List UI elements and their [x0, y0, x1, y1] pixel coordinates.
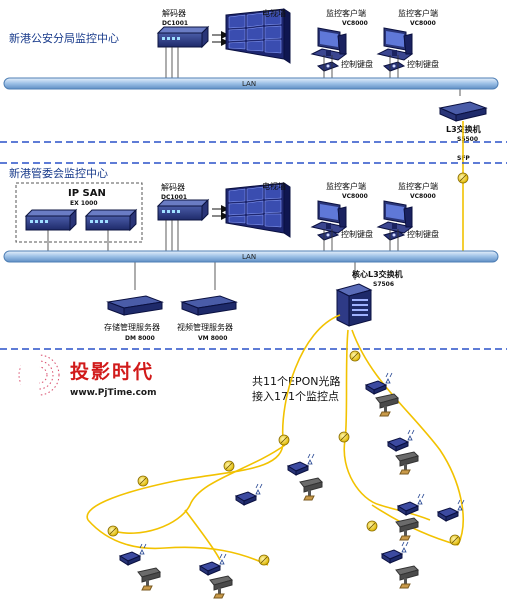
- police-keyboard-2: [383, 61, 405, 72]
- storage-management-server: [106, 295, 164, 316]
- fiber-node: [258, 554, 270, 566]
- police-decoder-model: DC1001: [162, 20, 188, 27]
- committee-decoder-label: 解码器: [161, 182, 185, 192]
- police-lan-label: LAN: [242, 80, 256, 88]
- logo-cn-text: 投影时代: [70, 360, 154, 383]
- fiber-node: [107, 525, 119, 537]
- police-client-label-1: 监控客户端: [326, 8, 366, 18]
- core-switch-label: 核心L3交换机: [352, 269, 403, 279]
- logo-url-text: www.PjTime.com: [70, 388, 157, 398]
- fiber-node: [349, 350, 361, 362]
- onu-device: [387, 429, 415, 452]
- epon-fiber-paths: [86, 314, 464, 566]
- epon-access-section: 投影时代 www.PjTime.com 共11个EPON光路 接入171个监控点: [18, 314, 465, 599]
- committee-lan-bar: [3, 250, 499, 263]
- epon-note-line-1: 共11个EPON光路: [252, 374, 340, 388]
- committee-decoder: [157, 199, 209, 221]
- police-section-title: 新港公安分局监控中心: [9, 31, 119, 45]
- sfp-fiber-node: [457, 172, 469, 184]
- storage-server-model: DM 8000: [125, 335, 155, 342]
- police-client-label-2: 监控客户端: [398, 8, 438, 18]
- camera-device: [395, 565, 419, 589]
- video-server-label: 视频管理服务器: [177, 322, 233, 332]
- police-client-pc-2: [377, 27, 413, 61]
- committee-client-model-2: VC8000: [410, 193, 436, 200]
- committee-client-label-2: 监控客户端: [398, 181, 438, 191]
- ipsan-group-box: [15, 182, 143, 243]
- fiber-node: [338, 431, 350, 443]
- ipsan-storage-2: [85, 209, 137, 231]
- committee-decoder-model: DC1001: [161, 194, 187, 201]
- police-client-model-1: VC8000: [342, 20, 368, 27]
- committee-tv-wall: [225, 182, 291, 238]
- camera-device: [299, 477, 323, 501]
- police-keyboard-label-2: 控制键盘: [407, 59, 439, 69]
- committee-section-title: 新港管委会监控中心: [9, 166, 108, 180]
- police-tvwall-label: 电视墙: [262, 8, 286, 18]
- committee-lan-label: LAN: [242, 253, 256, 261]
- fiber-path-west: [86, 314, 341, 521]
- committee-tvwall-label: 电视墙: [262, 181, 286, 191]
- fiber-node: [137, 475, 149, 487]
- epon-endpoints: [119, 372, 465, 599]
- committee-section: 新港管委会监控中心 IP SAN EX 1000 解码器 DC1001 电视墙 …: [3, 166, 499, 342]
- fiber-node: [223, 460, 235, 472]
- pjtime-logo: 投影时代 www.PjTime.com: [18, 351, 157, 399]
- onu-device: [437, 499, 465, 522]
- police-keyboard-1: [317, 61, 339, 72]
- camera-device: [375, 393, 399, 417]
- ipsan-label: IP SAN: [68, 188, 106, 199]
- core-l3-switch: [335, 283, 373, 327]
- camera-device: [209, 575, 233, 599]
- committee-client-pc-2: [377, 200, 413, 234]
- storage-server-label: 存储管理服务器: [104, 322, 160, 332]
- police-switch-model: S5500: [457, 136, 478, 143]
- onu-device: [397, 493, 425, 516]
- onu-device: [365, 372, 393, 395]
- camera-device: [395, 451, 419, 475]
- fiber-path-east: [351, 329, 464, 546]
- onu-device: [287, 453, 315, 476]
- onu-device: [381, 541, 409, 564]
- committee-client-model-1: VC8000: [342, 193, 368, 200]
- fiber-path-west-branch: [109, 444, 286, 534]
- police-decoder: [157, 26, 209, 48]
- fiber-node: [366, 520, 378, 532]
- ipsan-model: EX 1000: [70, 200, 98, 207]
- video-server-model: VM 8000: [198, 335, 227, 342]
- committee-keyboard-label-1: 控制键盘: [341, 229, 373, 239]
- police-decoder-label: 解码器: [162, 8, 186, 18]
- police-client-model-2: VC8000: [410, 20, 436, 27]
- fiber-node: [278, 434, 290, 446]
- video-management-server: [180, 295, 238, 316]
- onu-device: [199, 553, 227, 576]
- police-client-pc-1: [311, 27, 347, 61]
- logo-radial-mark-icon: [18, 351, 60, 399]
- fiber-path-lower-branch: [184, 509, 221, 561]
- onu-device: [235, 483, 263, 506]
- fiber-path-lower: [87, 519, 269, 566]
- committee-client-label-1: 监控客户端: [326, 181, 366, 191]
- police-keyboard-label-1: 控制键盘: [341, 59, 373, 69]
- police-lan-bar: [3, 77, 499, 90]
- core-switch-model: S7506: [373, 281, 394, 288]
- fiber-node: [449, 534, 461, 546]
- police-l3-switch: [438, 101, 488, 122]
- committee-client-pc-1: [311, 200, 347, 234]
- police-lan-links: [165, 47, 461, 96]
- ipsan-storage-1: [25, 209, 77, 231]
- committee-keyboard-label-2: 控制键盘: [407, 229, 439, 239]
- committee-lan-links: [47, 220, 399, 290]
- police-section: 新港公安分局监控中心 解码器 DC1001 电视墙 监控客户端 VC8000 监…: [3, 8, 499, 143]
- camera-device: [137, 567, 161, 591]
- epon-note-line-2: 接入171个监控点: [252, 389, 339, 403]
